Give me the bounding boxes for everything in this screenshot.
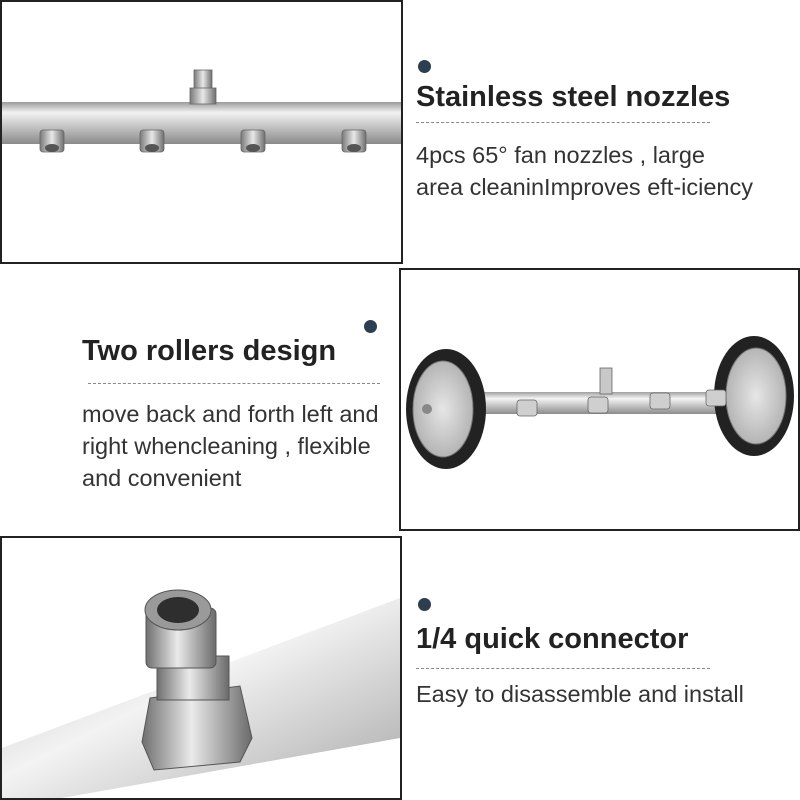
nozzle (516, 399, 538, 417)
divider (88, 383, 380, 384)
feature-title: Stainless steel nozzles (416, 81, 731, 113)
feature-description: 4pcs 65° fan nozzles , large area cleani… (416, 142, 753, 200)
bullet-dot-icon (418, 60, 431, 73)
nozzle (341, 129, 367, 153)
nozzle-pipe-photo (0, 0, 403, 264)
feature-description: move back and forth left and right whenc… (82, 401, 379, 491)
quick-connector (141, 589, 253, 771)
left-wheel (406, 349, 486, 469)
nozzle (39, 129, 65, 153)
nozzle (649, 392, 671, 410)
divider (416, 668, 710, 669)
nozzle (139, 129, 165, 153)
quick-connector-photo (0, 536, 402, 800)
bullet-dot-icon (364, 320, 377, 333)
nozzle (705, 389, 727, 407)
feature-description: Easy to disassemble and install (416, 681, 744, 707)
top-connector (599, 367, 613, 395)
top-connector (189, 69, 217, 105)
nozzle (240, 129, 266, 153)
divider (416, 122, 710, 123)
bullet-dot-icon (418, 598, 431, 611)
feature-title: 1/4 quick connector (416, 623, 689, 655)
nozzle (587, 396, 609, 414)
right-wheel (714, 336, 794, 456)
wheeled-cleaner-photo (399, 268, 800, 531)
feature-title: Two rollers design (82, 335, 337, 367)
